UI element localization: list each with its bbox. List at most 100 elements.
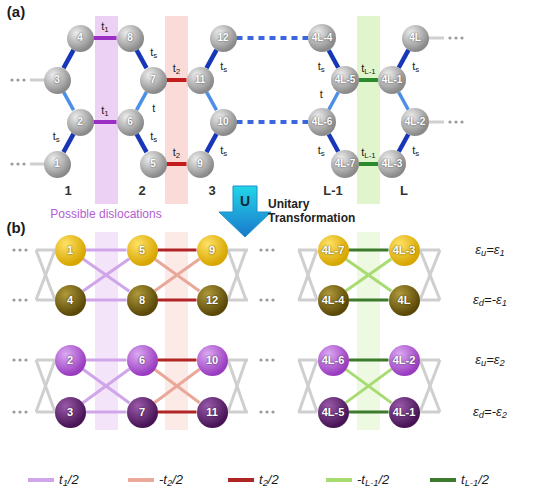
orbital-circle: 2 [55, 345, 86, 376]
coupling-line [158, 299, 197, 302]
orbital-circle: 11 [197, 397, 228, 428]
ellipsis-dot [16, 162, 19, 165]
orbital-circle: 9 [197, 235, 228, 266]
hopping-bond [399, 134, 409, 151]
grey-stub [36, 250, 55, 300]
ellipsis-dot [448, 120, 451, 123]
energy-label: εd=-ε1 [473, 293, 507, 308]
panel-label: (a) [7, 3, 25, 20]
ellipsis-dot [10, 78, 13, 81]
orbital-circle: 4L-2 [389, 345, 420, 376]
hopping-bond [329, 50, 339, 67]
node-number: 11 [195, 75, 206, 85]
atom-circle: 4L [402, 25, 429, 52]
hopping-bond [136, 134, 146, 152]
energy-label: εu=ε2 [475, 353, 504, 368]
panel-label: (b) [6, 219, 25, 236]
hopping-bond [329, 92, 339, 109]
node-number: 3 [67, 407, 73, 418]
column-number: 3 [208, 184, 215, 199]
node-number: 6 [139, 355, 145, 366]
node-number: 8 [139, 295, 145, 306]
node-number: 6 [127, 117, 133, 127]
atom-circle: 7 [140, 67, 167, 94]
coupling-line [154, 369, 199, 403]
atom-circle: 10 [210, 109, 237, 136]
legend-line [28, 478, 54, 482]
orbital-circle: 4L-5 [318, 397, 349, 428]
ellipsis-dot [18, 358, 21, 361]
coupling-line [346, 259, 392, 291]
hopping-bond [94, 36, 117, 40]
orbital-circle: 4L-3 [389, 235, 420, 266]
ellipsis-dot [448, 36, 451, 39]
hopping-bond [399, 92, 409, 109]
bond-label: ts [318, 143, 325, 156]
node-number: 2 [67, 355, 73, 366]
energy-label: εd=-ε2 [473, 405, 507, 420]
ellipsis-dot [265, 410, 268, 413]
grey-stub [228, 360, 246, 412]
node-number: 3 [54, 75, 60, 85]
coupling-line [83, 369, 130, 403]
node-number: 7 [139, 407, 145, 418]
grey-stub [420, 299, 440, 302]
node-number: 4L-5 [322, 407, 345, 418]
node-number: 5 [139, 245, 145, 256]
dislocation-band [165, 16, 188, 204]
grey-stub [420, 360, 440, 412]
legend-text: -t2/2 [159, 473, 183, 488]
dislocation-band [95, 232, 118, 430]
grey-stub [420, 360, 440, 412]
grey-stub [420, 411, 440, 414]
orbital-circle: 1 [55, 235, 86, 266]
ellipsis-dot [18, 298, 21, 301]
atom-circle: 5 [140, 151, 167, 178]
ellipsis-dot [12, 248, 15, 251]
hopping-bond [329, 134, 339, 151]
ellipsis-dot [265, 298, 268, 301]
hopping-bond [63, 92, 73, 110]
grey-stub [228, 360, 246, 412]
grey-stub [420, 250, 440, 300]
node-number: 9 [197, 159, 203, 169]
bond-label: ts [318, 59, 325, 72]
node-number: 11 [206, 407, 218, 418]
node-number: 4L-1 [393, 407, 416, 418]
dislocation-band [95, 16, 118, 204]
node-number: 4L-7 [335, 159, 356, 169]
grey-stub [36, 359, 55, 362]
orbital-circle: 4 [55, 285, 86, 316]
node-number: 12 [206, 295, 218, 306]
node-number: 4L-2 [405, 117, 426, 127]
atom-circle: 2 [67, 109, 94, 136]
node-number: 4L-3 [393, 245, 416, 256]
atom-circle: 4L-4 [308, 24, 336, 52]
ellipsis-dot [454, 36, 457, 39]
grey-stub [228, 250, 246, 300]
node-number: 4L [398, 295, 411, 306]
operator-symbol: U [240, 193, 250, 209]
note: Unitary Transformation [268, 198, 368, 226]
ellipsis-dot [12, 410, 15, 413]
ellipsis-dot [24, 410, 27, 413]
dislocation-band [357, 232, 380, 430]
hopping-bond [237, 36, 309, 40]
atom-circle: 4L-7 [331, 150, 359, 178]
atom-circle: 9 [187, 151, 214, 178]
dislocation-band [165, 232, 188, 430]
node-number: 7 [150, 75, 156, 85]
hopping-bond [206, 92, 216, 110]
ellipsis-dot [460, 120, 463, 123]
grey-stub [420, 359, 440, 362]
coupling-line [158, 411, 197, 414]
coupling-line [86, 249, 127, 252]
node-number: 4 [67, 295, 73, 306]
grey-stub [299, 250, 317, 300]
hopping-bond [206, 134, 216, 152]
node-number: 4L-3 [382, 159, 403, 169]
hopping-bond [206, 50, 216, 68]
orbital-circle: 6 [127, 345, 158, 376]
grey-stub [36, 360, 55, 412]
node-number: 4L-5 [335, 75, 356, 85]
